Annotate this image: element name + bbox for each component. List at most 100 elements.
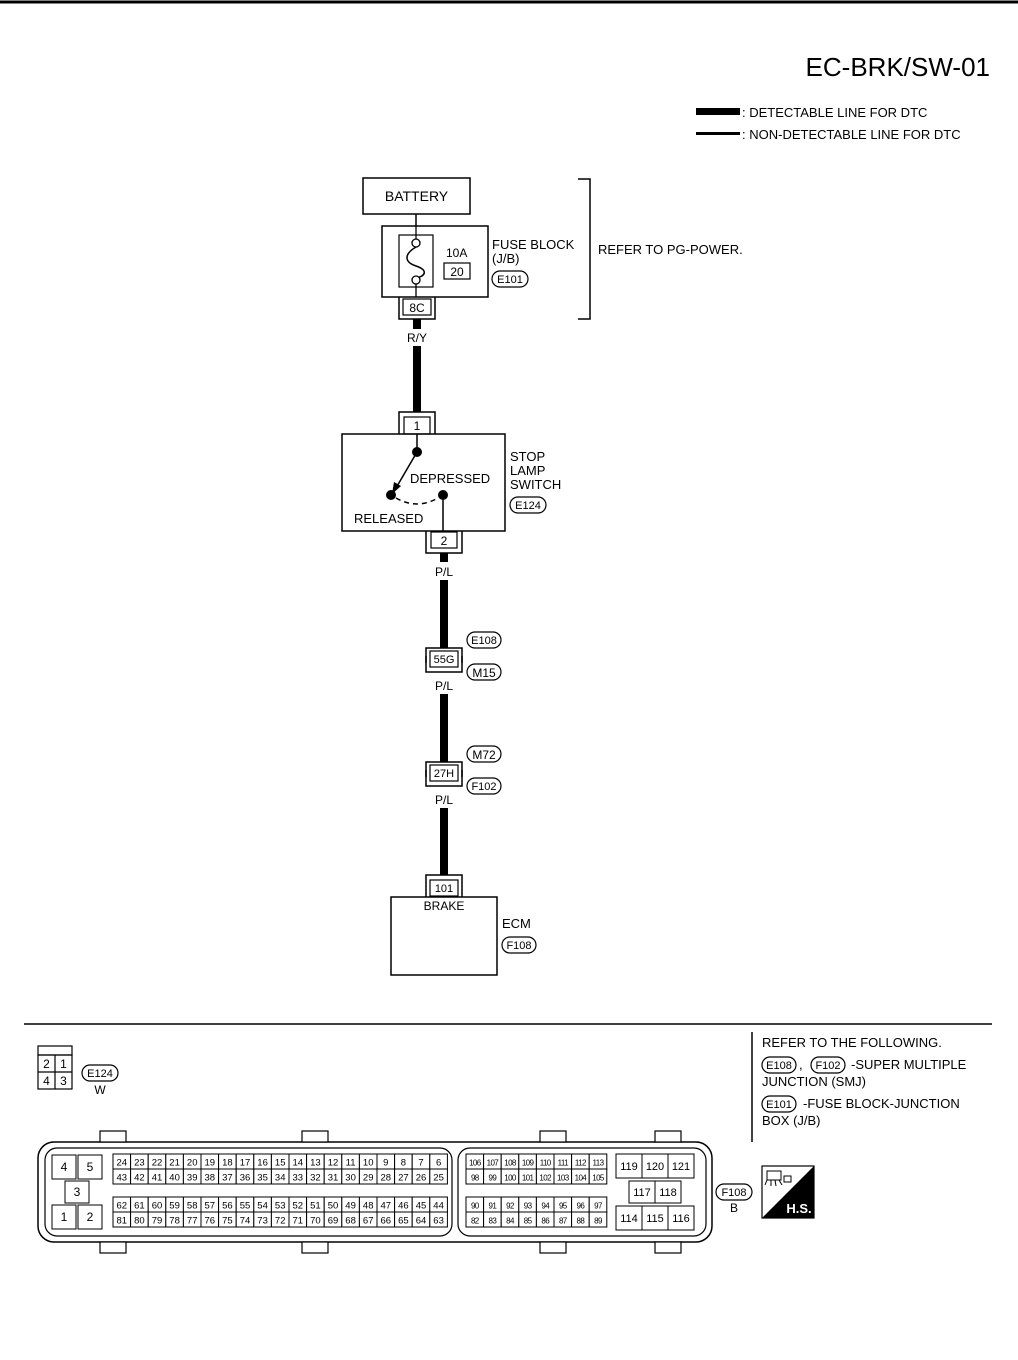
f108-pin-number: 24	[117, 1158, 128, 1169]
f108-pin-number: 39	[187, 1173, 198, 1184]
f108-pin-cell	[641, 1153, 669, 1179]
f108-left-inner-shell	[44, 1147, 453, 1237]
f108-face-connector-badge	[715, 1183, 753, 1201]
f108-pin-number: 90	[471, 1202, 480, 1211]
f108-pin-number: 93	[524, 1202, 533, 1211]
switch-terminal-1-label: 1	[414, 419, 421, 433]
ecm-label: ECM	[502, 916, 531, 931]
refer-conn-b-badge	[810, 1056, 846, 1074]
switch-box	[341, 433, 506, 532]
f108-pin-number: 30	[345, 1173, 356, 1184]
f108-lock-tab-bottom	[99, 1241, 127, 1254]
f108-pin-number: 49	[345, 1201, 356, 1212]
f108-outer-shell	[37, 1141, 713, 1243]
refer-pg-power: REFER TO PG-POWER.	[598, 242, 743, 257]
f108-pin-number: 19	[205, 1158, 216, 1169]
page-title: EC-BRK/SW-01	[806, 52, 990, 82]
fuse-number: 20	[450, 265, 464, 279]
f108-pin-number: 26	[416, 1173, 427, 1184]
junction-27h-label: 27H	[434, 768, 454, 780]
f108-pin-cell	[654, 1180, 682, 1204]
f108-pin-number: 20	[187, 1158, 198, 1169]
f108-pin-cell	[588, 1168, 608, 1185]
f108-pin-number: 119	[620, 1161, 638, 1173]
f108-pin-number: 73	[257, 1216, 268, 1227]
f108-pin-number: 56	[222, 1201, 233, 1212]
f108-pin-number: 58	[187, 1201, 198, 1212]
f108-pin-number: 21	[169, 1158, 180, 1169]
f108-pin-number: 77	[187, 1216, 198, 1227]
f108-pin-number: 67	[363, 1216, 374, 1227]
f108-pin-number: 82	[471, 1217, 480, 1226]
f108-pin-number: 15	[275, 1158, 286, 1169]
f108-pin-number: 87	[559, 1217, 568, 1226]
f108-pin-number: 112	[575, 1159, 587, 1168]
f108-pin-number: 106	[469, 1159, 482, 1168]
f108-pin-number: 16	[257, 1158, 268, 1169]
f108-pin-number: 83	[489, 1217, 498, 1226]
f108-pin-cell	[64, 1180, 90, 1204]
hs-badge: H.S.	[761, 1165, 815, 1219]
f108-pin-number: 61	[134, 1201, 145, 1212]
f108-lock-tab-top	[654, 1130, 682, 1143]
f108-pin-number: 54	[257, 1201, 268, 1212]
fuse-terminal-label: 8C	[409, 301, 425, 315]
junction-27h-conn-top-badge	[466, 745, 502, 763]
refer-fb-line2: BOX (J/B)	[762, 1113, 821, 1128]
refer-conn-b: F102	[815, 1060, 840, 1072]
f108-pin-number: 45	[416, 1201, 427, 1212]
f108-pin-number: 2	[87, 1210, 94, 1224]
e124-pin: 3	[60, 1074, 67, 1088]
f108-pin-cell	[667, 1153, 695, 1179]
f108-pin-number: 121	[672, 1161, 690, 1173]
refer-smj-line1: -SUPER MULTIPLE	[851, 1057, 967, 1072]
battery: BATTERY	[362, 177, 471, 215]
f108-pin-number: 68	[345, 1216, 356, 1227]
f108-pin-number: 8	[401, 1158, 406, 1169]
refer-conn-a-badge	[761, 1056, 797, 1074]
f108-pin-number: 69	[328, 1216, 339, 1227]
f108-pin-number: 98	[471, 1174, 480, 1183]
f108-pin-cell	[429, 1168, 448, 1185]
f108-pin-number: 23	[134, 1158, 145, 1169]
junction-27h-conn-bottom: F102	[471, 781, 496, 793]
junction-55g-lower-bracket	[425, 656, 463, 673]
e124-face-tab	[37, 1045, 73, 1056]
e124-pin: 2	[43, 1057, 50, 1071]
switch-label-1: STOP	[510, 449, 545, 464]
f108-pin-number: 78	[169, 1216, 180, 1227]
junction-27h: 27H M72 F102	[425, 745, 502, 795]
refer-conn-a: E108	[766, 1060, 792, 1072]
legend-detectable-text: : DETECTABLE LINE FOR DTC	[742, 105, 927, 120]
fuse-block-label-2: (J/B)	[492, 251, 519, 266]
fuse-terminal-box	[402, 298, 432, 316]
f108-pin-number: 86	[541, 1217, 550, 1226]
ecm-terminal-box	[429, 879, 459, 897]
f108-pin-number: 1	[61, 1210, 68, 1224]
refer-following-heading: REFER TO THE FOLLOWING.	[762, 1035, 942, 1050]
refer-comma: ,	[799, 1057, 803, 1072]
battery-label: BATTERY	[385, 188, 449, 204]
legend-non-detectable-text: : NON-DETECTABLE LINE FOR DTC	[742, 127, 961, 142]
f108-pin-number: 6	[436, 1158, 441, 1169]
junction-27h-conn-bottom-badge	[466, 777, 502, 795]
f108-pin-number: 96	[577, 1202, 586, 1211]
f108-pin-cell	[77, 1204, 103, 1230]
switch-connector-id: E124	[515, 500, 541, 512]
f108-pin-number: 27	[398, 1173, 409, 1184]
f108-lock-tab-top	[539, 1130, 567, 1143]
f108-pin-number: 65	[398, 1216, 409, 1227]
f108-pin-number: 10	[363, 1158, 374, 1169]
junction-27h-conn-top: M72	[472, 748, 496, 762]
junction-55g: 55G E108 M15	[425, 631, 502, 681]
f108-pin-number: 33	[293, 1173, 304, 1184]
f108-pin-number: 110	[540, 1159, 552, 1168]
switch-depressed-contact	[438, 490, 448, 500]
f108-pin-number: 29	[363, 1173, 374, 1184]
f108-pin-number: 114	[620, 1213, 638, 1225]
switch-travel-arc	[395, 497, 439, 505]
f108-pin-number: 79	[152, 1216, 163, 1227]
f108-pin-number: 107	[487, 1159, 500, 1168]
